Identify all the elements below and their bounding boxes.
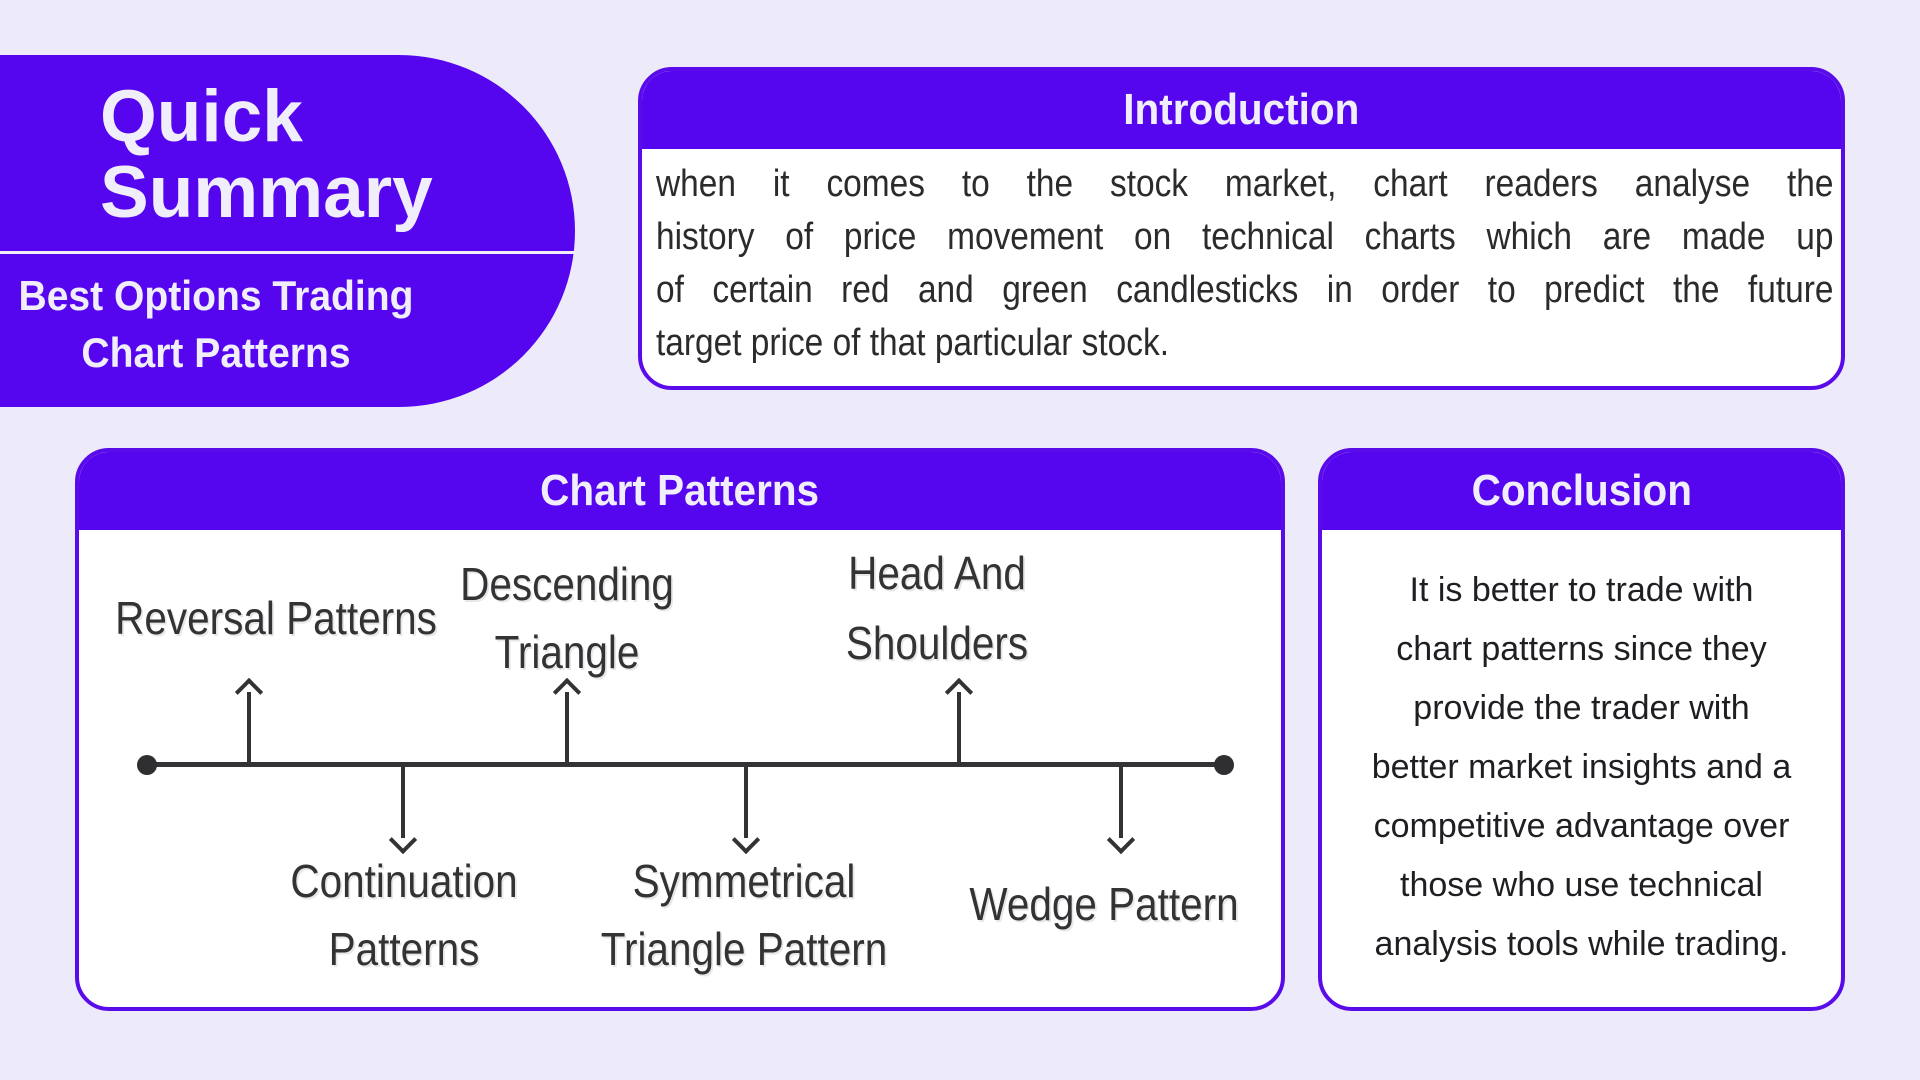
- title-divider: [0, 251, 575, 254]
- pattern-label-line: Wedge Pattern: [969, 878, 1239, 930]
- pattern-label-wedge-pattern: Wedge Pattern: [919, 878, 1281, 930]
- conclusion-text-line: provide the trader with: [1413, 689, 1750, 727]
- chart-patterns-card: Chart Patterns Reversal Patterns: [75, 448, 1285, 1011]
- pattern-label-reversal-patterns: Reversal Patterns: [82, 594, 469, 642]
- pattern-label-symmetrical-triangle: Symmetrical Triangle Pattern: [537, 847, 951, 983]
- up-arrow-stem: [565, 692, 569, 765]
- introduction-text-line: history of price movement on technical c…: [656, 216, 1834, 258]
- conclusion-text-line: better market insights and a: [1371, 748, 1792, 786]
- timeline-dot-right-icon: [1214, 755, 1234, 775]
- conclusion-text-line: It is better to trade with: [1409, 571, 1754, 609]
- down-arrow-stem: [744, 765, 748, 838]
- conclusion-header-label: Conclusion: [1471, 466, 1692, 515]
- chart-patterns-header-label: Chart Patterns: [540, 466, 820, 515]
- page-subtitle-line1: Best Options Trading: [18, 272, 414, 319]
- pattern-label-line: Symmetrical: [632, 855, 856, 907]
- pattern-label-line: Continuation: [290, 855, 518, 907]
- up-arrow-icon: [234, 677, 264, 707]
- pattern-label-line: Head And: [848, 547, 1026, 599]
- pattern-label-descending-triangle: Descending Triangle: [391, 550, 743, 686]
- pattern-label-line: Patterns: [328, 923, 480, 975]
- up-arrow-stem: [247, 692, 251, 765]
- pattern-label-line: Shoulders: [845, 617, 1029, 669]
- up-arrow-icon: [944, 677, 974, 707]
- pattern-label-line: Triangle Pattern: [600, 923, 888, 975]
- conclusion-text-line: those who use technical: [1400, 866, 1763, 904]
- conclusion-text-line: competitive advantage over: [1373, 807, 1790, 845]
- introduction-text-line: of certain red and green candlesticks in…: [656, 269, 1834, 311]
- introduction-header: Introduction: [642, 71, 1841, 149]
- down-arrow-stem: [1119, 765, 1123, 838]
- introduction-text-line: when it comes to the stock market, chart…: [656, 163, 1834, 205]
- page-title: Quick Summary: [100, 76, 433, 233]
- pattern-label-continuation-patterns: Continuation Patterns: [228, 847, 580, 983]
- page-subtitle: Best Options Trading Chart Patterns: [15, 267, 417, 381]
- conclusion-card: Conclusion It is better to trade with ch…: [1318, 448, 1845, 1011]
- conclusion-body: It is better to trade with chart pattern…: [1322, 530, 1841, 974]
- pattern-label-line: Descending: [460, 558, 674, 610]
- introduction-header-label: Introduction: [1123, 85, 1360, 134]
- down-arrow-stem: [401, 765, 405, 838]
- chart-patterns-header: Chart Patterns: [79, 452, 1281, 530]
- pattern-label-head-and-shoulders: Head And Shoulders: [761, 538, 1113, 678]
- timeline-line: [147, 762, 1224, 767]
- down-arrow-icon: [1106, 825, 1136, 855]
- up-arrow-stem: [957, 692, 961, 765]
- pattern-label-line: Triangle: [494, 626, 640, 678]
- page-subtitle-line2: Chart Patterns: [81, 329, 351, 376]
- title-block: Quick Summary Best Options Trading Chart…: [0, 55, 575, 407]
- introduction-text-line: target price of that particular stock.: [656, 322, 1169, 364]
- conclusion-text-line: analysis tools while trading.: [1374, 925, 1789, 963]
- introduction-body: when it comes to the stock market, chart…: [642, 149, 1841, 370]
- timeline-dot-left-icon: [137, 755, 157, 775]
- conclusion-header: Conclusion: [1322, 452, 1841, 530]
- conclusion-text-line: chart patterns since they: [1396, 630, 1767, 668]
- introduction-card: Introduction when it comes to the stock …: [638, 67, 1845, 390]
- patterns-timeline-diagram: Reversal Patterns Descending Triangle He…: [79, 452, 1281, 1007]
- pattern-label-line: Reversal Patterns: [115, 592, 437, 644]
